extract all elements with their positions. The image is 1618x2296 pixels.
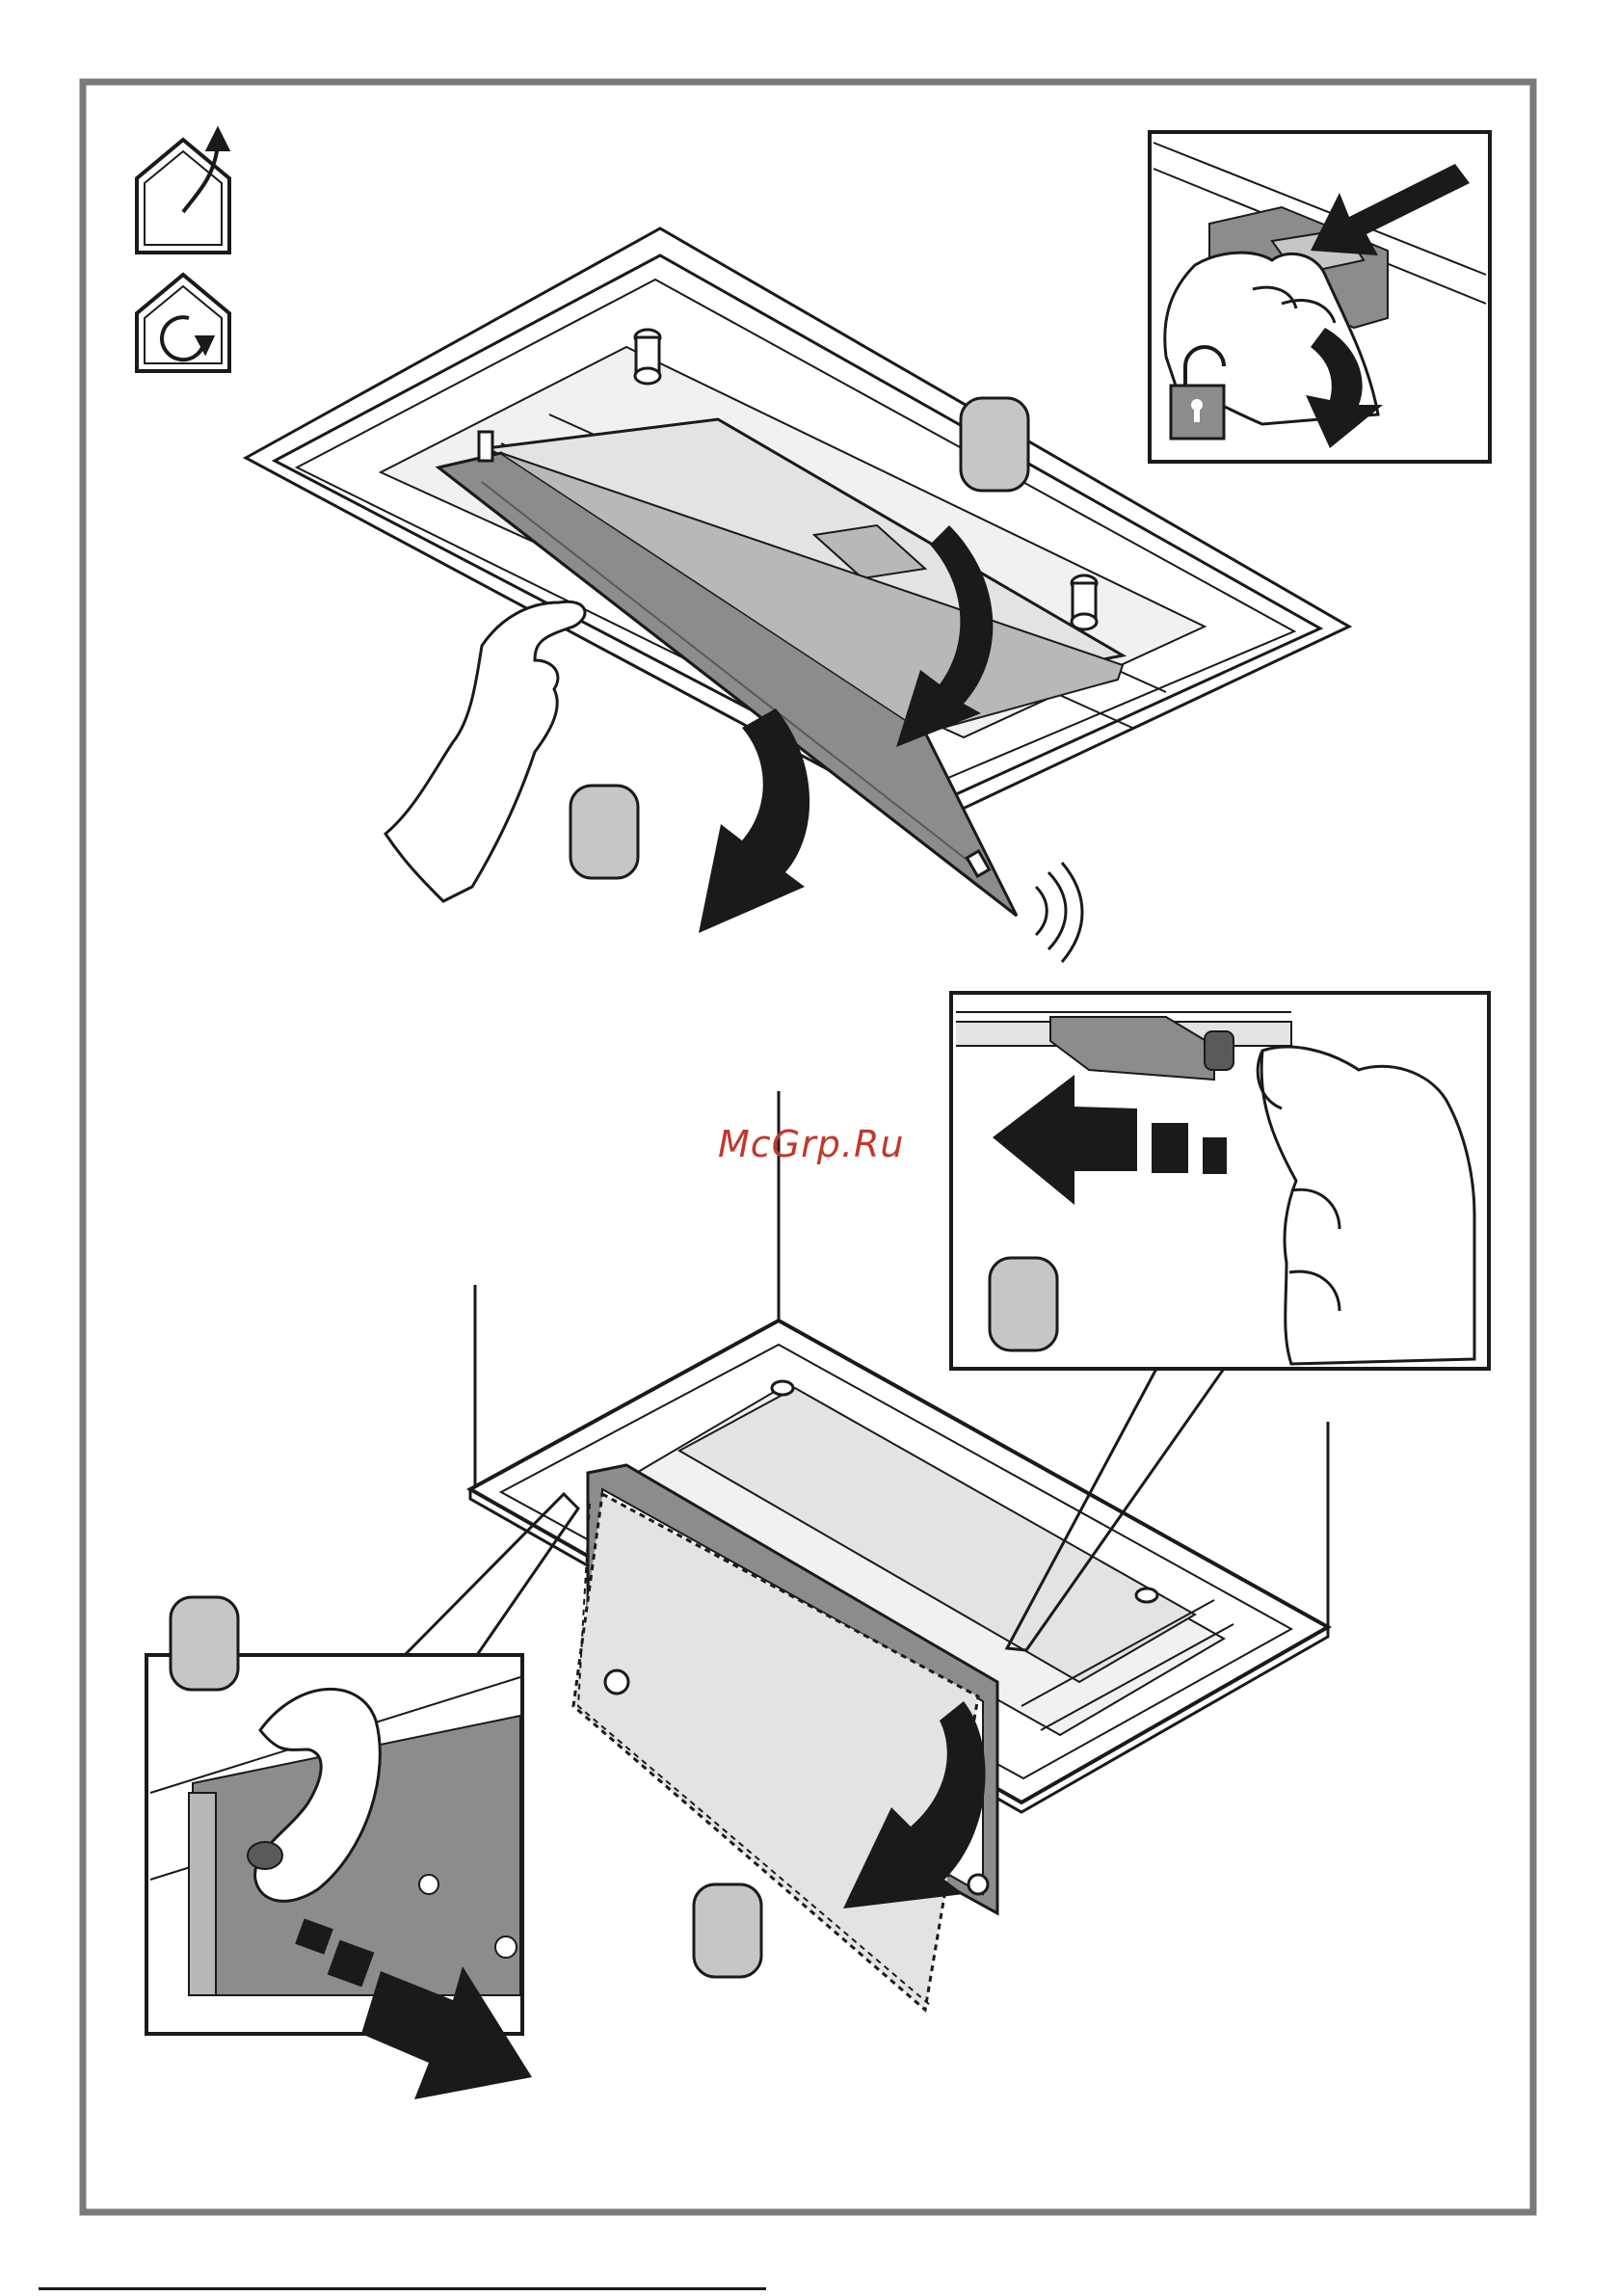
swing-down-arrow-icon	[699, 708, 809, 933]
step-badge-5	[694, 1884, 761, 1977]
hand-holding-filter	[385, 601, 585, 901]
page-bottom-rule	[39, 2287, 766, 2290]
inset-pin-release	[146, 1655, 532, 2099]
step-badge-4	[171, 1597, 238, 1690]
watermark: McGrp.Ru	[718, 1123, 904, 1165]
house-exhaust-icon	[137, 130, 229, 253]
step-badge-3	[990, 1258, 1057, 1350]
slide-dash-2	[1203, 1137, 1227, 1174]
click-sound-icon	[1036, 863, 1082, 962]
inset-unlock-latch	[1150, 132, 1490, 462]
house-recirculation-icon	[137, 275, 229, 371]
step-badge-1	[961, 398, 1028, 491]
step-badge-2	[570, 786, 638, 878]
slide-dash-1	[1152, 1123, 1188, 1173]
